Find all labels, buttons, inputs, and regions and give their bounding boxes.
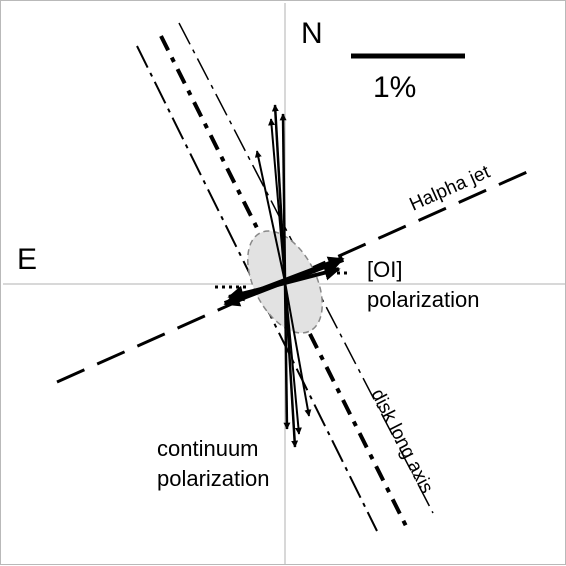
continuum-polarization-vector <box>254 150 286 283</box>
oi-polarization-vector <box>284 264 341 285</box>
continuum-polarization-vector <box>279 113 287 283</box>
east-label: E <box>17 243 37 276</box>
scale-label: 1% <box>373 71 416 104</box>
oi-label-line1: [OI] <box>367 257 402 282</box>
continuum-label-line2: polarization <box>157 466 270 491</box>
continuum-label-line1: continuum <box>157 436 259 461</box>
oi-polarization-vector <box>227 281 286 302</box>
continuum-polarization-vector <box>283 281 291 430</box>
halpha-jet-label: Halpha jet <box>406 161 493 215</box>
disk-axis-label: disk long axis <box>367 386 437 497</box>
north-label: N <box>301 17 323 50</box>
continuum-polarization-vector <box>284 281 302 435</box>
continuum-polarization-vector <box>268 118 286 283</box>
disk-axis-line-outer-right <box>178 22 434 514</box>
continuum-polarization-vector <box>284 281 312 417</box>
oi-label-line2: polarization <box>367 287 480 312</box>
oi-polarization-vector <box>283 256 345 284</box>
